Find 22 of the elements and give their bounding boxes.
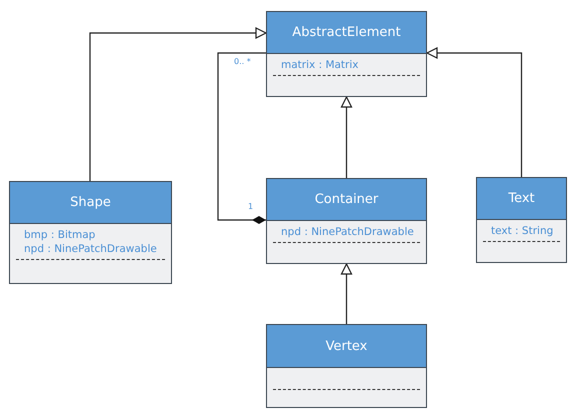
multiplicity-label: 1	[248, 202, 254, 211]
inheritance-arrow	[89, 27, 267, 181]
multiplicity-label: 0.. *	[234, 57, 251, 66]
attribute-text: text : String	[491, 224, 554, 238]
inheritance-arrow	[340, 263, 352, 324]
class-box	[9, 181, 172, 284]
class-box	[266, 324, 427, 408]
class-name: Text	[477, 178, 566, 220]
inheritance-arrow	[426, 47, 522, 177]
attribute-text: npd : NinePatchDrawable	[281, 225, 415, 239]
class-name: AbstractElement	[267, 12, 426, 54]
class-name: Shape	[10, 182, 171, 224]
composition-line	[217, 52, 266, 224]
class-box	[266, 178, 427, 264]
attribute-text: npd : NinePatchDrawable	[24, 242, 158, 256]
inheritance-arrow	[340, 96, 352, 178]
class-name: Container	[267, 179, 426, 221]
attribute-text: bmp : Bitmap	[24, 228, 96, 242]
class-name: Vertex	[267, 325, 426, 368]
class-box	[476, 177, 567, 263]
class-box	[266, 11, 427, 97]
attribute-text: matrix : Matrix	[281, 58, 360, 72]
